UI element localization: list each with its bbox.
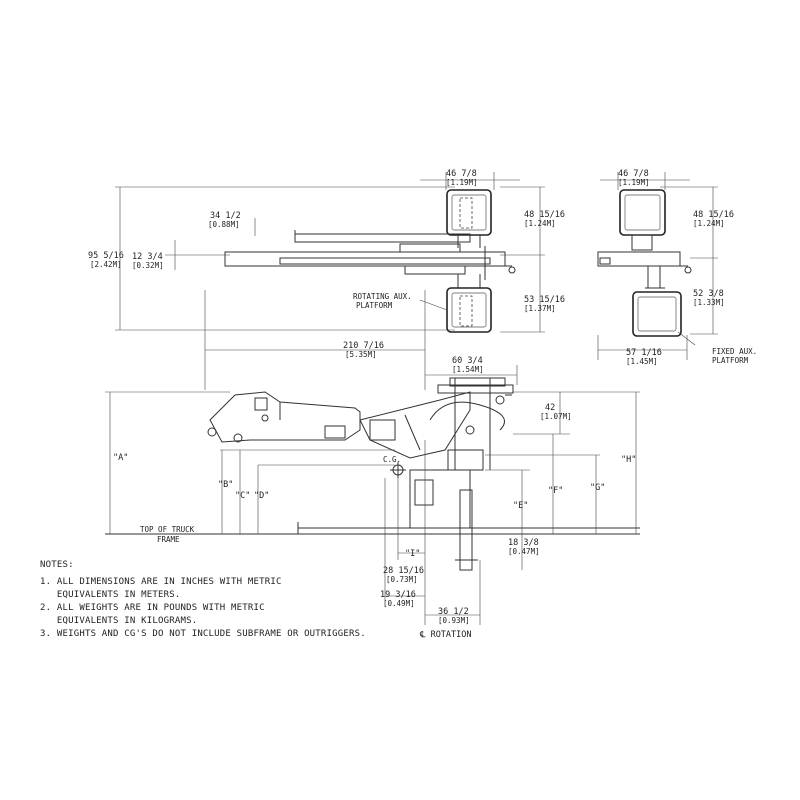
rotating-platform-label-1: ROTATING AUX. [353,292,412,301]
dim-42: 42 [545,403,555,413]
right-lower-metric: [1.33M] [693,298,725,307]
top-lower-metric: [1.37M] [524,304,556,313]
dim-18-metric: [0.47M] [508,547,540,556]
dim-42-metric: [1.07M] [540,412,572,421]
right-lower-dim: 52 3/8 [693,289,724,299]
reach-dim: 210 7/16 [343,341,384,351]
dimension-labels: 46 7/8 [1.19M] 48 15/16 [1.24M] 53 15/16… [88,169,757,640]
top-lower-dim: 53 15/16 [524,295,565,305]
dim-i: "I" [405,549,420,559]
rotation-centerline-label: ℄ ROTATION [419,630,472,640]
pedestal-metric: [1.54M] [452,365,484,374]
dim-f: "F" [548,486,563,496]
tip-dim: 12 3/4 [132,252,163,262]
note-line-3: 2. ALL WEIGHTS ARE IN POUNDS WITH METRIC [40,603,265,613]
note-line-5: 3. WEIGHTS AND CG'S DO NOT INCLUDE SUBFR… [40,629,366,639]
note-line-2: EQUIVALENTS IN METERS. [40,590,181,600]
dim-b: "B" [218,480,233,490]
top-width-dim: 46 7/8 [446,169,477,179]
dim-d: "D" [254,491,269,501]
reach-metric: [5.35M] [345,350,377,359]
note-line-1: 1. ALL DIMENSIONS ARE IN INCHES WITH MET… [40,577,282,587]
right-width-metric: [1.19M] [618,178,650,187]
fixed-platform-label-2: PLATFORM [712,356,749,365]
rotating-platform-label-2: PLATFORM [356,301,393,310]
truck-frame-label-1: TOP OF TRUCK [140,525,195,534]
boom-width-dim: 34 1/2 [210,211,241,221]
right-offset-dim: 57 1/16 [626,348,662,358]
right-upper-dim: 48 15/16 [693,210,734,220]
note-line-4: EQUIVALENTS IN KILOGRAMS. [40,616,198,626]
dim-g: "G" [590,483,605,493]
dim-36: 36 1/2 [438,607,469,617]
top-view [115,172,545,390]
overall-width-metric: [2.42M] [90,260,122,269]
overall-width-dim: 95 5/16 [88,251,124,261]
dim-h: "H" [621,455,636,465]
dim-28: 28 15/16 [383,566,424,576]
right-upper-metric: [1.24M] [693,219,725,228]
dim-a: "A" [113,453,128,463]
dim-28-metric: [0.73M] [386,575,418,584]
dim-c: "C" [235,491,250,501]
top-upper-metric: [1.24M] [524,219,556,228]
fixed-platform-label-1: FIXED AUX. [712,347,757,356]
right-width-dim: 46 7/8 [618,169,649,179]
right-view [597,172,718,360]
dim-e: "E" [513,501,528,511]
dim-36-metric: [0.93M] [438,616,470,625]
pedestal-dim: 60 3/4 [452,356,483,366]
top-width-metric: [1.19M] [446,178,478,187]
tip-metric: [0.32M] [132,261,164,270]
dim-18: 18 3/8 [508,538,539,548]
dim-19-metric: [0.49M] [383,599,415,608]
top-upper-dim: 48 15/16 [524,210,565,220]
right-offset-metric: [1.45M] [626,357,658,366]
truck-frame-label-2: FRAME [157,535,180,544]
notes-title: NOTES: [40,560,74,570]
dim-19: 19 3/16 [380,590,416,600]
side-view [105,377,640,625]
cg-label: C.G. [383,455,401,464]
boom-width-metric: [0.88M] [208,220,240,229]
